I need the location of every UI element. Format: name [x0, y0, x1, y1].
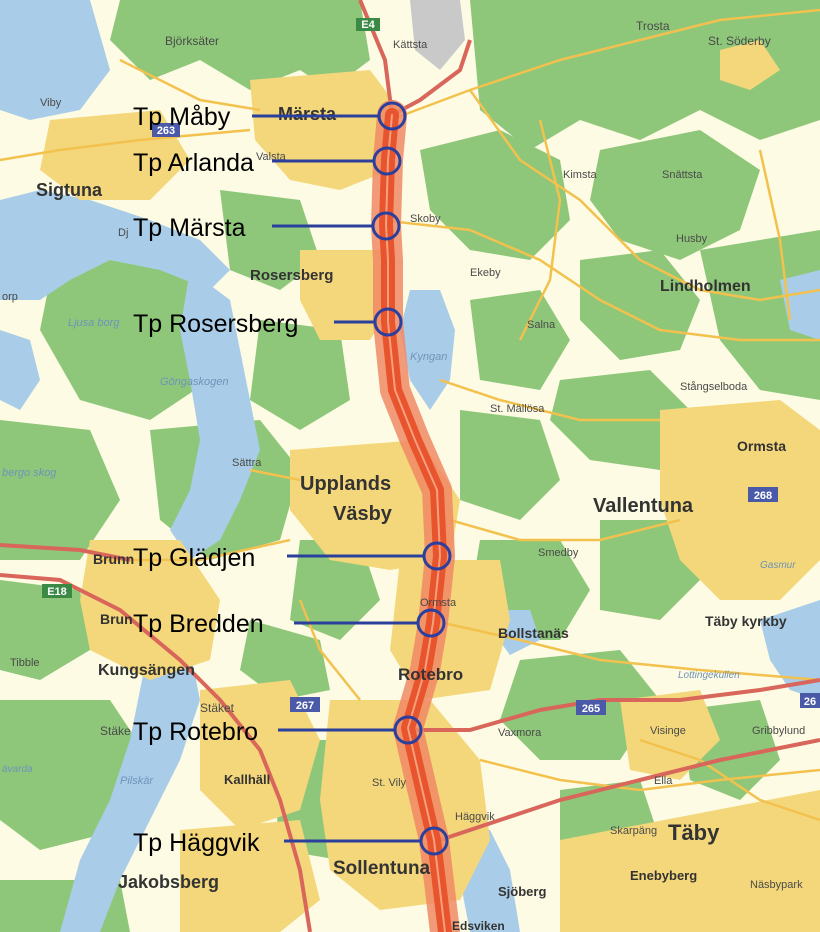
label-brunn-2: Brun: [100, 611, 133, 627]
label-staket-2: Stäke: [100, 724, 131, 738]
label-taby-kyrkby: Täby kyrkby: [705, 613, 787, 629]
label-pilskar: Pilskär: [120, 775, 154, 787]
label-skoby: Skoby: [410, 213, 441, 225]
label-edsviken: Edsviken: [452, 919, 505, 932]
label-tibble: Tibble: [10, 657, 40, 669]
label-salna: Salna: [527, 319, 556, 331]
callout-tp-rotebro[interactable]: Tp Rotebro: [133, 715, 423, 746]
label-ella: Ella: [654, 775, 673, 787]
callout-tp-marsta[interactable]: Tp Märsta: [133, 211, 401, 242]
label-vallentuna: Vallentuna: [593, 495, 694, 517]
label-ekeby: Ekeby: [470, 267, 501, 279]
label-enebyberg: Enebyberg: [630, 868, 697, 883]
label-ljusa-borg: Ljusa borg: [68, 317, 120, 329]
label-rotebro: Rotebro: [398, 665, 463, 684]
callout-label-tp-maby: Tp Måby: [133, 103, 231, 131]
label-staket: Stäket: [200, 701, 235, 715]
e4-shield: E4: [356, 18, 380, 31]
label-visinge: Visinge: [650, 725, 686, 737]
svg-text:268: 268: [754, 490, 772, 502]
urban-areas: [40, 40, 820, 932]
label-kyngan: Kyngan: [410, 351, 447, 363]
label-smedby: Smedby: [538, 547, 579, 559]
label-sattra: Sättra: [232, 457, 262, 469]
label-st-vily: St. Vily: [372, 777, 407, 789]
label-ormsta: Ormsta: [420, 597, 457, 609]
label-nasbypark: Näsbypark: [750, 879, 803, 891]
shield-26x: 26: [800, 693, 820, 708]
svg-text:267: 267: [296, 700, 314, 712]
label-gribbylund: Gribbylund: [752, 725, 805, 737]
label-snattsta: Snättsta: [662, 169, 703, 181]
label-st-soderby: St. Söderby: [708, 34, 771, 48]
label-dj: Dj: [118, 227, 128, 239]
label-kungsangen: Kungsängen: [98, 662, 195, 679]
shield-267: 267: [290, 697, 320, 712]
label-vasby: Väsby: [333, 503, 393, 525]
svg-text:E4: E4: [361, 19, 375, 31]
label-orp: orp: [2, 291, 18, 303]
label-gasmur: Gasmur: [760, 560, 796, 571]
svg-text:E18: E18: [47, 586, 67, 598]
callout-label-tp-marsta: Tp Märsta: [133, 214, 246, 242]
label-stangselboda: Stångselboda: [680, 381, 748, 393]
callout-tp-bredden[interactable]: Tp Bredden: [133, 608, 446, 638]
label-katsta: Kättsta: [393, 39, 428, 51]
label-sigtuna: Sigtuna: [36, 180, 103, 200]
svg-text:26: 26: [804, 696, 816, 708]
label-upplands: Upplands: [300, 473, 391, 495]
label-taby: Täby: [668, 820, 720, 845]
e4-route-centerline: [385, 114, 446, 932]
label-bjorksater: Björksäter: [165, 34, 219, 48]
label-lindholmen: Lindholmen: [660, 278, 751, 295]
shield-265: 265: [576, 700, 606, 715]
callout-tp-rosersberg[interactable]: Tp Rosersberg: [133, 307, 403, 338]
callout-label-tp-haggvik: Tp Häggvik: [133, 829, 260, 857]
label-bergo-skog: bergo skog: [2, 467, 57, 479]
label-brunn-1: Brunn: [93, 551, 134, 567]
label-sollentuna: Sollentuna: [333, 858, 431, 879]
label-rosersberg: Rosersberg: [250, 267, 333, 284]
label-gongaskogen: Göngaskogen: [160, 376, 229, 388]
callout-tp-haggvik[interactable]: Tp Häggvik: [133, 826, 449, 857]
label-ormsta-east: Ormsta: [737, 438, 786, 454]
label-marsta: Märsta: [278, 104, 337, 124]
label-jakobsberg: Jakobsberg: [118, 872, 219, 892]
callout-label-tp-gladjen: Tp Glädjen: [133, 544, 255, 572]
callout-label-tp-rosersberg: Tp Rosersberg: [133, 310, 298, 338]
shield-e18: E18: [42, 584, 72, 598]
callouts: Tp Måby Tp Arlanda Tp Märsta Tp Rosersbe…: [133, 101, 452, 857]
label-bollstanas: Bollstanäs: [498, 625, 569, 641]
callout-label-tp-rotebro: Tp Rotebro: [133, 718, 258, 746]
label-avarda: ävarda: [2, 764, 33, 775]
label-st-mallosa: St. Mällösa: [490, 403, 545, 415]
svg-text:265: 265: [582, 703, 600, 715]
label-kimsta: Kimsta: [563, 169, 598, 181]
callout-label-tp-arlanda: Tp Arlanda: [133, 149, 254, 177]
road-shields: E4 263 268 E18 267 265 26: [42, 18, 820, 715]
industrial-area: [410, 0, 465, 70]
callout-tp-gladjen[interactable]: Tp Glädjen: [133, 541, 452, 572]
shield-263: 263: [152, 123, 180, 137]
label-lottingekullen: Lottingekullen: [678, 670, 740, 681]
label-trosta: Trosta: [636, 19, 670, 33]
label-husby: Husby: [676, 233, 708, 245]
label-kallhall: Kallhäll: [224, 772, 270, 787]
place-labels: Björksäter Kättsta Trosta St. Söderby Vi…: [2, 19, 805, 932]
shield-268: 268: [748, 487, 778, 502]
callout-tp-maby[interactable]: Tp Måby: [133, 101, 407, 131]
callout-label-tp-bredden: Tp Bredden: [133, 610, 264, 638]
label-vaxmora: Vaxmora: [498, 727, 542, 739]
label-skarpang: Skarpäng: [610, 825, 657, 837]
svg-text:263: 263: [157, 125, 175, 137]
label-haggvik: Häggvik: [455, 811, 495, 823]
callout-tp-arlanda[interactable]: Tp Arlanda: [133, 146, 402, 177]
label-sjoberg: Sjöberg: [498, 884, 546, 899]
minor-roads: [0, 8, 820, 822]
label-viby: Viby: [40, 97, 62, 109]
